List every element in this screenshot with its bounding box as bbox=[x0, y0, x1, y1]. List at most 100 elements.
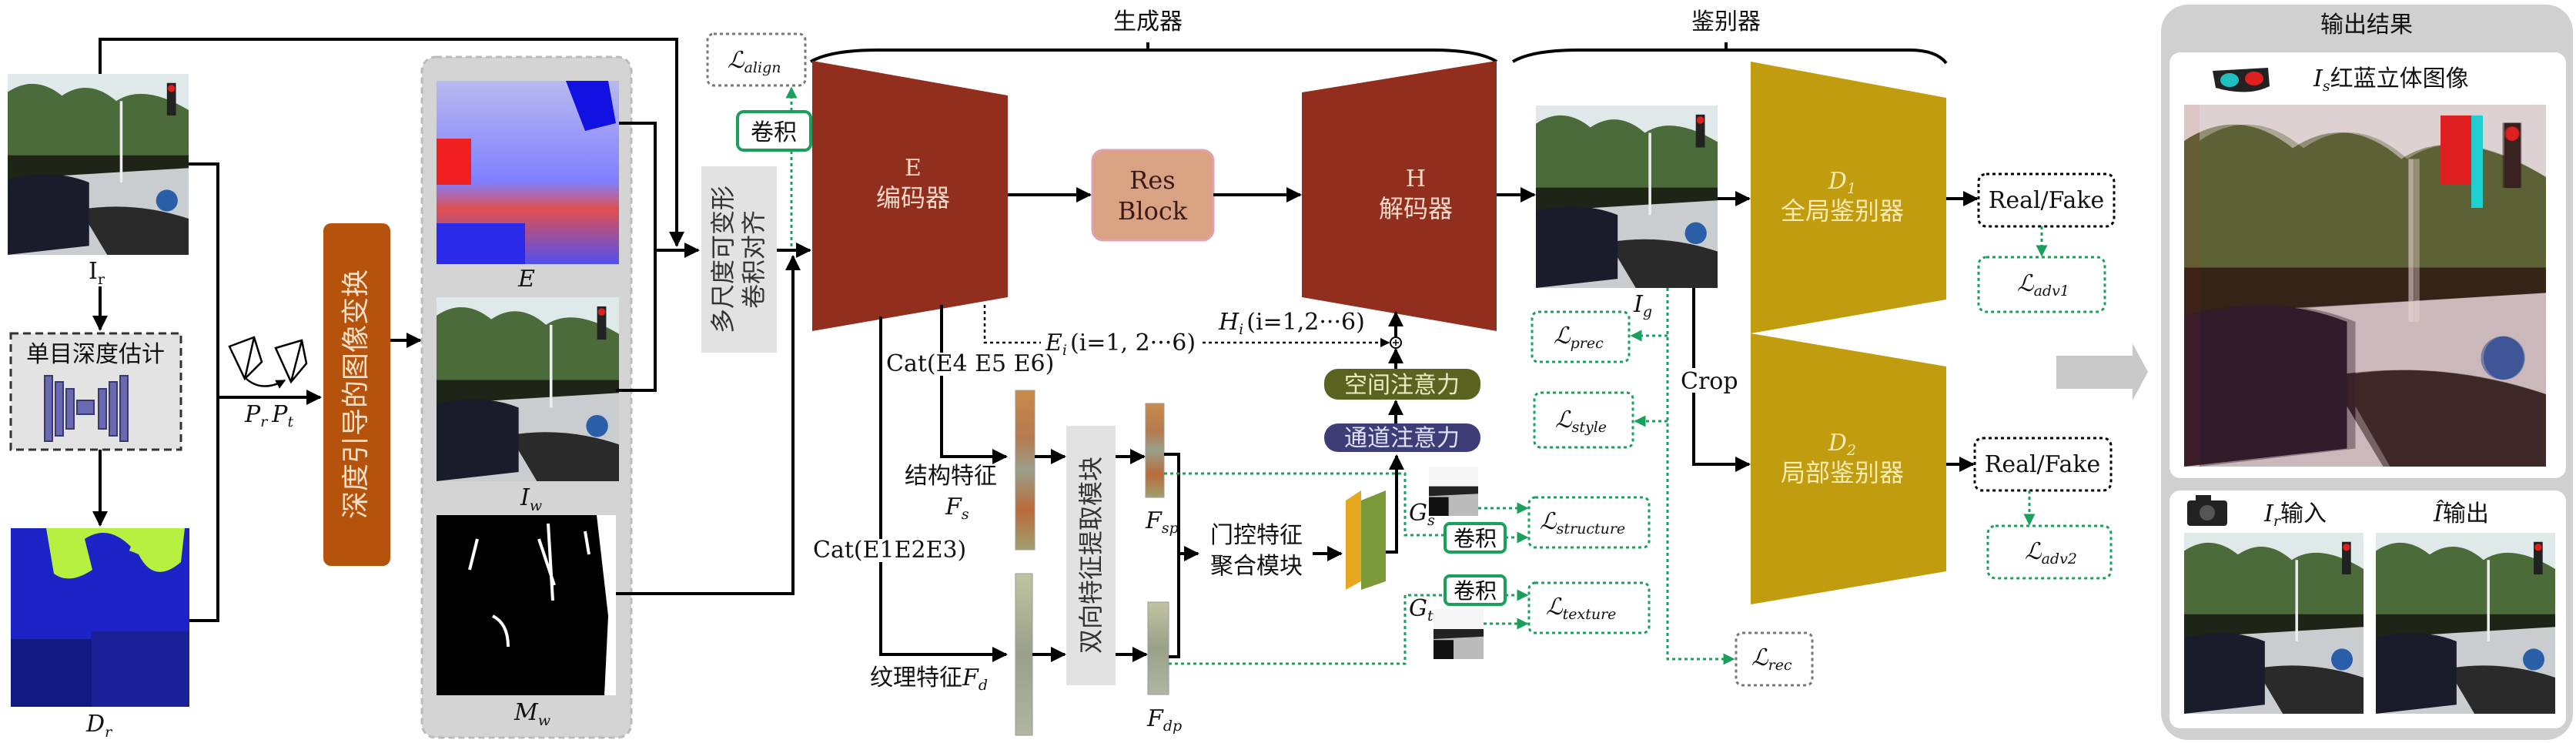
line-mw-to-encoder bbox=[616, 255, 801, 595]
crop-label: Crop bbox=[1681, 368, 1738, 395]
cat-high-label: Cat(E4 E5 E6) bbox=[886, 350, 1054, 377]
global-discriminator-d1: D1 全局鉴别器 bbox=[1751, 62, 1946, 333]
gs-image bbox=[1429, 467, 1478, 516]
fsp-label: Fsp bbox=[1145, 507, 1179, 537]
discriminator-title: 鉴别器 bbox=[1691, 8, 1761, 35]
green-line-to-rec bbox=[1666, 288, 1735, 665]
arrow-gated-to-channel bbox=[1386, 454, 1404, 554]
mw-label: Mw bbox=[514, 699, 550, 729]
spatial-attention-block: 空间注意力 bbox=[1324, 369, 1480, 400]
cat-low-label: Cat(E1E2E3) bbox=[813, 537, 966, 564]
output-panel: 输出结果 Is红蓝立体图像 Ir输入 Î输出 bbox=[2161, 5, 2573, 740]
line-ir-dr-bus bbox=[189, 162, 219, 622]
svg-text:ℒadv2: ℒadv2 bbox=[2025, 538, 2077, 567]
conv-box-align: 卷积 bbox=[736, 110, 812, 152]
dr-label: Dr bbox=[85, 711, 113, 741]
gated-feature-block bbox=[1346, 490, 1386, 590]
ir-label: Ir bbox=[89, 258, 105, 288]
camera-icon bbox=[2187, 495, 2227, 526]
loss-adv1: ℒadv1 bbox=[1977, 256, 2106, 313]
output-title: 输出结果 bbox=[2320, 12, 2413, 38]
warped-image-iw bbox=[437, 297, 619, 481]
generator-brace bbox=[810, 42, 1498, 63]
svg-text:Real/Fake: Real/Fake bbox=[1989, 187, 2105, 214]
loss-adv2: ℒadv2 bbox=[1986, 524, 2113, 580]
depth-estimation-box: 单目深度估计 bbox=[9, 332, 182, 451]
ig-label: Ig bbox=[1633, 291, 1652, 320]
bidirectional-label: 双向特征提取模块 bbox=[1076, 457, 1106, 654]
texture-feature-label: 纹理特征Fd bbox=[870, 664, 988, 694]
spatial-attention-label: 空间注意力 bbox=[1344, 372, 1460, 399]
e-label: E bbox=[517, 266, 535, 293]
d2-label: 局部鉴别器 bbox=[1781, 458, 1904, 487]
3d-glasses-icon bbox=[2213, 68, 2270, 92]
svg-text:ℒadv1: ℒadv1 bbox=[2017, 270, 2069, 300]
fdp-label: Fdp bbox=[1146, 705, 1182, 735]
real-fake-2: Real/Fake bbox=[1973, 437, 2113, 492]
loss-prec: ℒprec bbox=[1531, 310, 1631, 363]
decoder-label: 解码器 bbox=[1379, 194, 1453, 223]
align-label-line1: 多尺度可变形 bbox=[708, 186, 738, 333]
bidirectional-extraction-block: 双向特征提取模块 bbox=[1066, 426, 1116, 685]
svg-text:D2: D2 bbox=[1828, 430, 1856, 459]
generator-title: 生成器 bbox=[1113, 8, 1183, 35]
output-label: Î输出 bbox=[2433, 500, 2489, 527]
fsp-feature-map bbox=[1145, 403, 1165, 498]
align-label-line2: 卷积对齐 bbox=[739, 210, 768, 309]
decoder-block: H 解码器 bbox=[1302, 61, 1497, 331]
svg-text:ℒprec: ℒprec bbox=[1554, 323, 1604, 352]
error-map-e bbox=[437, 81, 619, 264]
result-arrow-icon bbox=[2056, 343, 2148, 400]
fs-label: Fs bbox=[945, 494, 969, 523]
line-e-iw-bus bbox=[616, 122, 657, 392]
decoder-letter: H bbox=[1406, 166, 1426, 192]
deformable-alignment-block: 多尺度可变形 卷积对齐 bbox=[701, 166, 777, 353]
block-label: Block bbox=[1118, 196, 1188, 226]
encoder-label: 编码器 bbox=[876, 183, 950, 213]
conv-box-structure: 卷积 bbox=[1444, 522, 1507, 554]
svg-text:ℒtexture: ℒtexture bbox=[1546, 594, 1616, 623]
loss-structure: ℒstructure bbox=[1527, 496, 1651, 549]
depth-map-dr bbox=[11, 528, 189, 707]
gated-label-line1: 门控特征 bbox=[1210, 522, 1303, 549]
loss-style: ℒstyle bbox=[1533, 391, 1634, 449]
stereo-label: Is红蓝立体图像 bbox=[2313, 65, 2469, 95]
conv-box-texture: 卷积 bbox=[1444, 574, 1507, 606]
svg-text:ℒstyle: ℒstyle bbox=[1555, 407, 1607, 436]
gt-label: Gt bbox=[1409, 595, 1434, 624]
line-cat-high bbox=[940, 305, 1008, 464]
conv-label: 卷积 bbox=[751, 119, 797, 146]
depth-estimation-label: 单目深度估计 bbox=[26, 341, 165, 368]
camera-pose-icon bbox=[228, 336, 308, 389]
gs-label: Gs bbox=[1409, 500, 1435, 529]
svg-text:ℒrec: ℒrec bbox=[1751, 644, 1792, 674]
skip-line-left bbox=[983, 305, 1041, 344]
mask-mw bbox=[437, 515, 616, 695]
d1-label: 全局鉴别器 bbox=[1781, 196, 1904, 226]
structure-feature-map bbox=[1015, 390, 1035, 551]
input-image-ir bbox=[8, 74, 189, 255]
green-line-fdp bbox=[1169, 594, 1444, 665]
local-discriminator-d2: D2 局部鉴别器 bbox=[1751, 333, 1946, 604]
loss-rec: ℒrec bbox=[1735, 631, 1814, 687]
channel-attention-block: 通道注意力 bbox=[1324, 423, 1480, 452]
depth-guided-warp-block: 深度引导的图像变换 bbox=[323, 223, 390, 566]
real-fake-1: Real/Fake bbox=[1977, 172, 2116, 228]
conv-label: 卷积 bbox=[1454, 526, 1497, 551]
arrow-crop-to-d2 bbox=[1692, 288, 1751, 472]
add-icon bbox=[1390, 336, 1402, 349]
generated-image-ig bbox=[1536, 105, 1718, 288]
res-label: Res bbox=[1129, 166, 1175, 195]
iw-label: Iw bbox=[520, 484, 542, 514]
input-label: Ir输入 bbox=[2263, 500, 2327, 530]
loss-texture: ℒtexture bbox=[1527, 581, 1651, 634]
line-cat-low bbox=[879, 316, 1008, 662]
warp-output-panel: E Iw Mw bbox=[420, 55, 633, 739]
discriminator-brace bbox=[1511, 42, 1948, 65]
fdp-feature-map bbox=[1147, 601, 1169, 695]
svg-text:ℒalign: ℒalign bbox=[728, 47, 781, 76]
loss-align: ℒalign bbox=[706, 32, 807, 87]
unet-icon bbox=[44, 375, 129, 442]
gated-label-line2: 聚合模块 bbox=[1210, 553, 1303, 580]
